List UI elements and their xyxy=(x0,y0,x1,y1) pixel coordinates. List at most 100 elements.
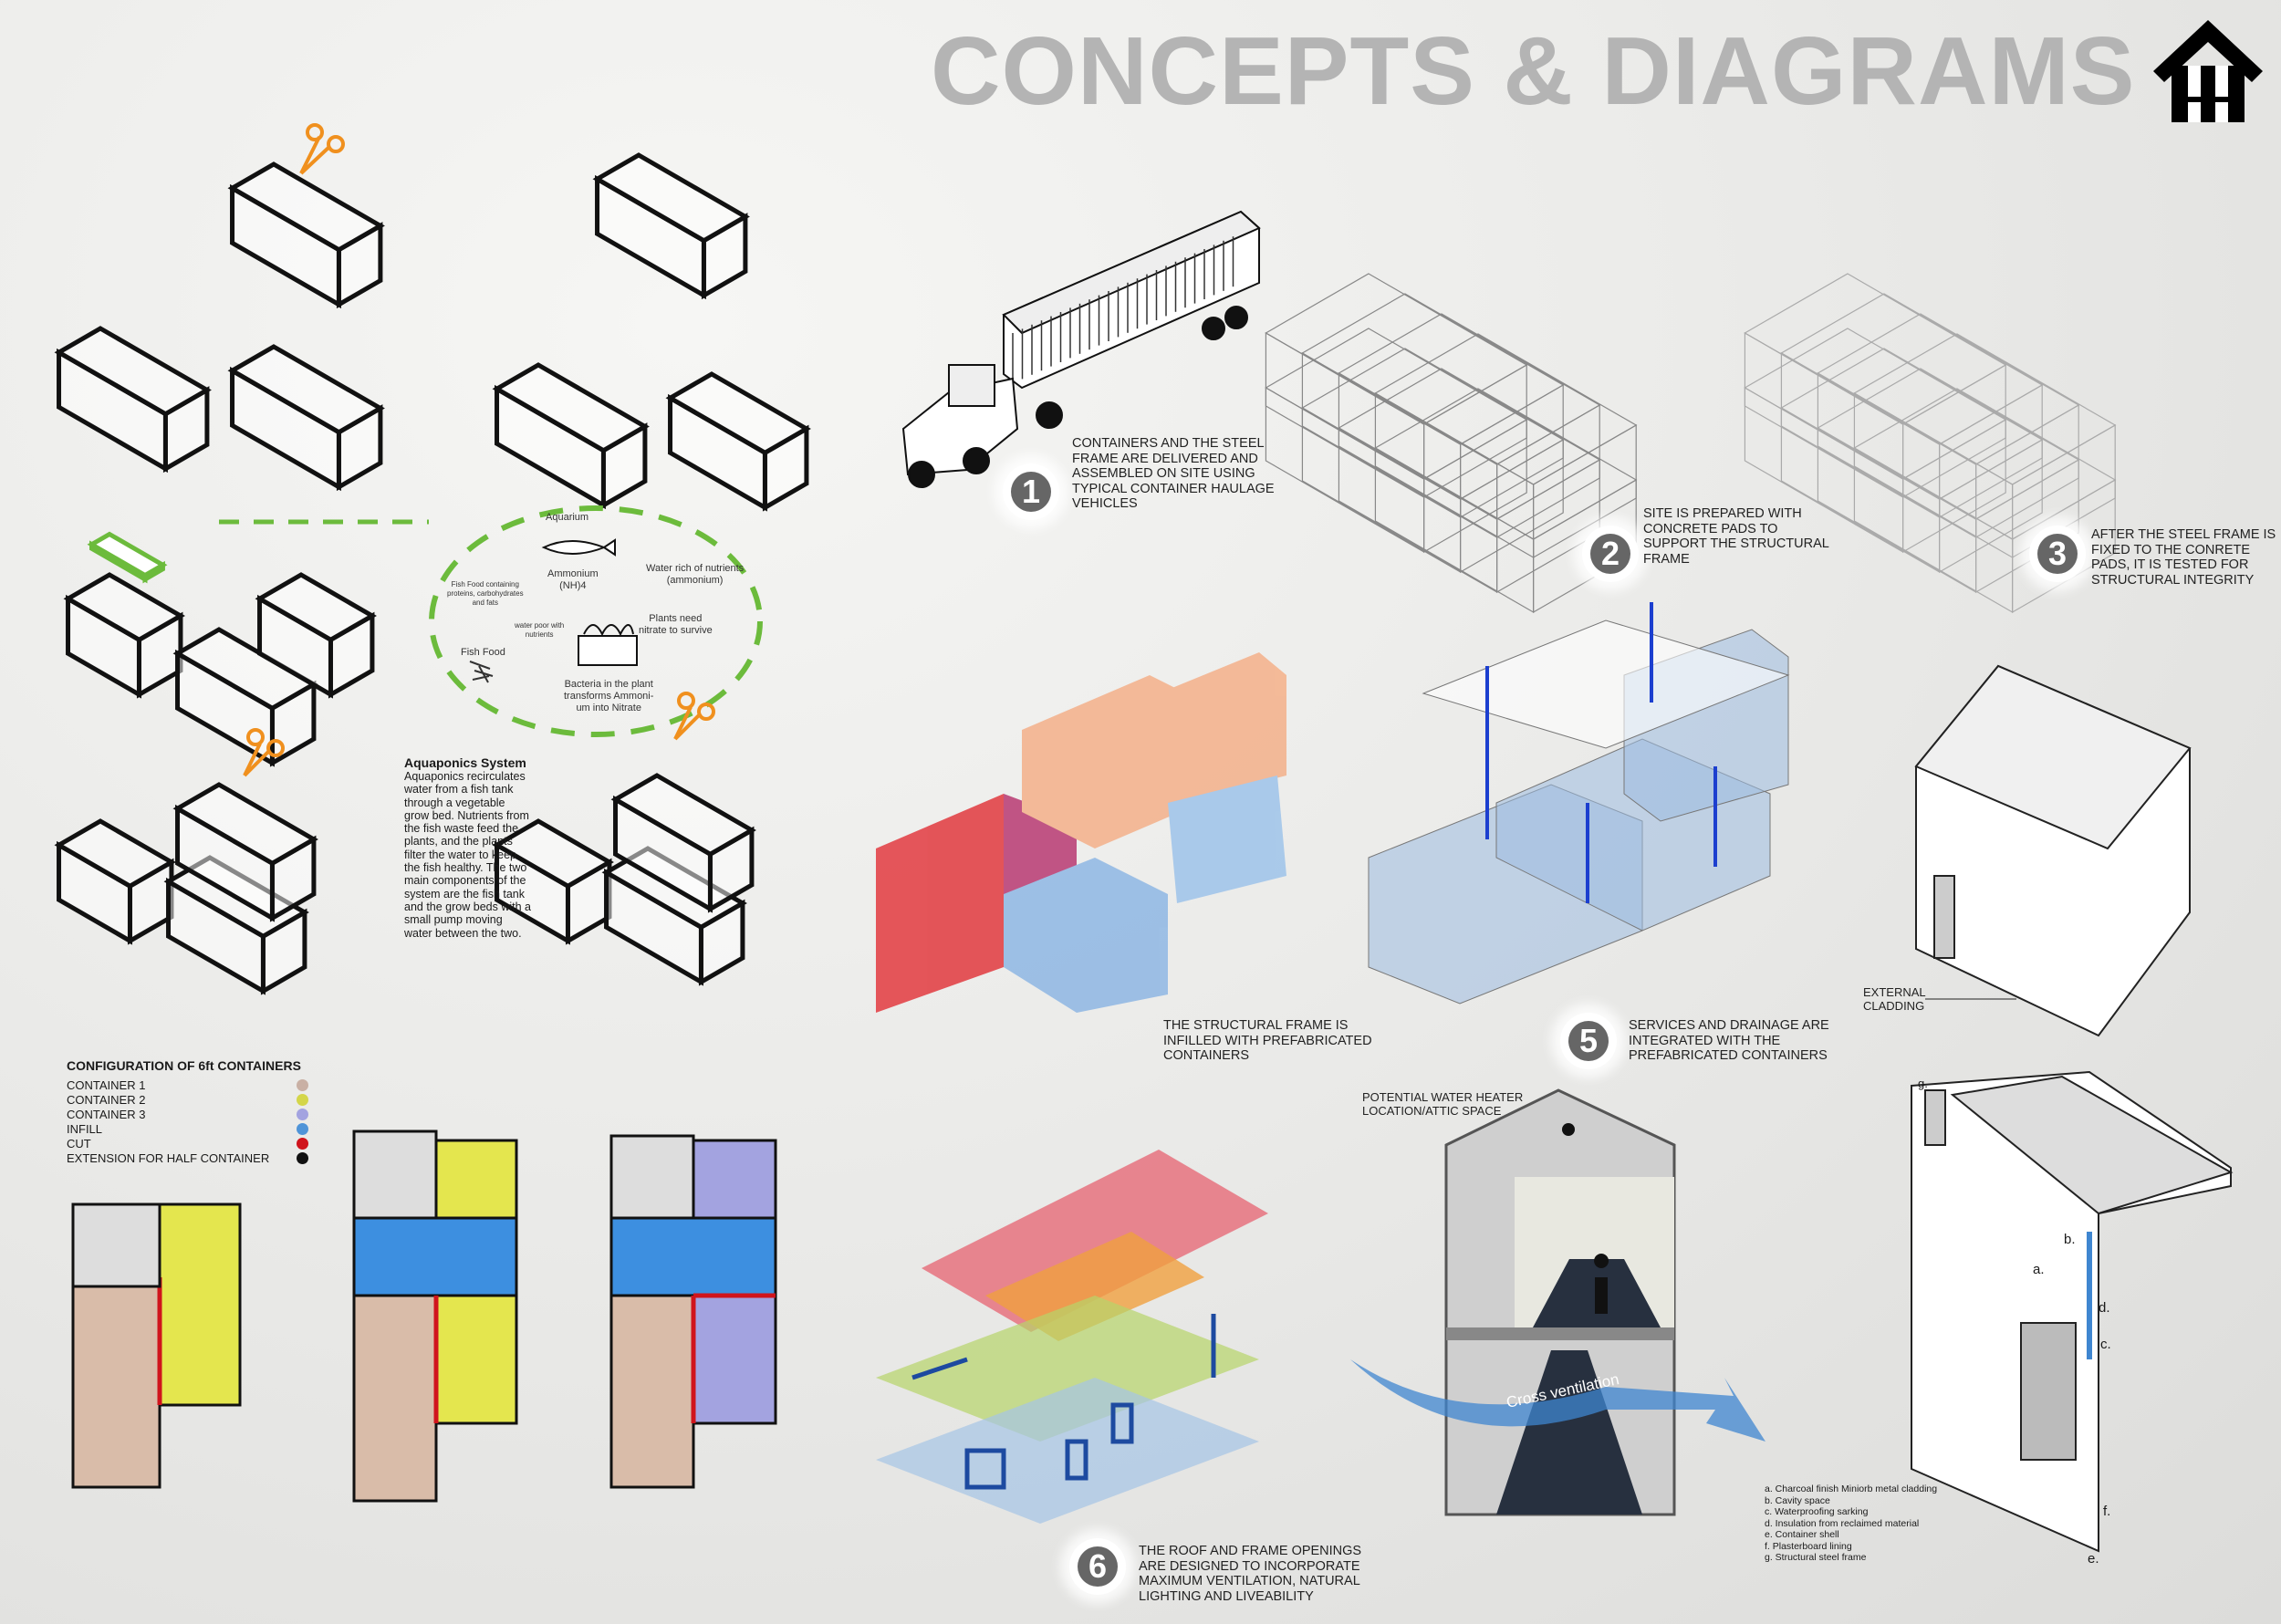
services-diagram xyxy=(1368,602,1790,1005)
container-box xyxy=(87,531,168,578)
cross-ventilation-arrow xyxy=(1350,1359,1765,1442)
legend-item: EXTENSION FOR HALF CONTAINER xyxy=(67,1151,308,1166)
page-title: CONCEPTS & DIAGRAMS xyxy=(931,17,2136,125)
cycle-aquarium: Aquarium xyxy=(546,512,589,523)
cladding-letter-a: a. xyxy=(2033,1262,2045,1277)
step-2-badge: 2 xyxy=(1582,526,1639,582)
legend-label: CONTAINER 2 xyxy=(67,1093,146,1107)
legend-color-swatch xyxy=(297,1138,308,1150)
container-box xyxy=(255,572,377,643)
container-iso-diagrams xyxy=(54,152,811,995)
infill-container-diagram xyxy=(876,652,1286,1013)
cladding-letter-d: d. xyxy=(2099,1300,2110,1316)
container-box xyxy=(1780,351,1941,519)
step-6-badge: 6 xyxy=(1069,1538,1126,1595)
cladding-layer-item: e. Container shell xyxy=(1765,1529,1839,1540)
step-3-text: AFTER THE STEEL FRAME IS FIXED TO THE CO… xyxy=(2091,527,2276,588)
house-icon xyxy=(2153,20,2263,122)
cladding-layer-item: f. Plasterboard lining xyxy=(1765,1540,1852,1552)
external-cladding-diagram xyxy=(1914,664,2192,1037)
legend-label: CONTAINER 3 xyxy=(67,1108,146,1121)
container-box xyxy=(610,773,756,858)
step-3-badge: 3 xyxy=(2029,526,2086,582)
legend-item: CONTAINER 1 xyxy=(67,1078,308,1093)
cycle-fish-food-containing: Fish Food containing proteins, carbohydr… xyxy=(447,580,524,607)
step-1-text: CONTAINERS AND THE STEEL FRAME ARE DELIV… xyxy=(1072,436,1275,511)
aquaponics-description: Aquaponics System Aquaponics recirculate… xyxy=(404,755,532,940)
legend-label: EXTENSION FOR HALF CONTAINER xyxy=(67,1151,270,1165)
container-box xyxy=(1265,386,1425,554)
grow-bed-icon xyxy=(578,624,638,666)
cladding-layer-list: a. Charcoal finish Miniorb metal claddin… xyxy=(1765,1483,1937,1564)
fish-icon xyxy=(541,538,616,557)
cycle-fish-food: Fish Food xyxy=(461,647,505,658)
container-box xyxy=(54,818,176,890)
cladding-letter-g: g. xyxy=(1918,1077,1928,1090)
cycle-water-poor: water poor with nutrients xyxy=(515,621,565,639)
cladding-layer-item: b. Cavity space xyxy=(1765,1494,1830,1506)
cladding-letter-f: f. xyxy=(2103,1504,2111,1519)
legend-item: CONTAINER 2 xyxy=(67,1093,308,1108)
container-box xyxy=(172,782,318,867)
container-box xyxy=(54,326,212,417)
container-box xyxy=(1265,331,1425,499)
cladding-letter-e: e. xyxy=(2088,1551,2099,1567)
legend-color-swatch xyxy=(297,1123,308,1135)
cladding-layer-item: a. Charcoal finish Miniorb metal claddin… xyxy=(1765,1483,1938,1494)
cladding-layer-item: g. Structural steel frame xyxy=(1765,1552,1867,1563)
legend-title: CONFIGURATION OF 6ft CONTAINERS xyxy=(67,1058,301,1073)
legend-label: CUT xyxy=(67,1137,91,1150)
aquaponics-body: Aquaponics recirculates water from a fis… xyxy=(404,770,531,940)
step-4-text: THE STRUCTURAL FRAME IS INFILLED WITH PR… xyxy=(1163,1018,1372,1063)
container-box xyxy=(1265,273,1528,425)
cladding-letter-b: b. xyxy=(2064,1232,2076,1247)
container-box xyxy=(1853,388,2117,540)
container-box xyxy=(1301,293,1565,445)
legend-color-swatch xyxy=(297,1152,308,1164)
building-section xyxy=(1350,1088,1765,1516)
container-box xyxy=(1338,371,1498,539)
container-box xyxy=(63,572,185,643)
step-2-text: SITE IS PREPARED WITH CONCRETE PADS TO S… xyxy=(1643,506,1829,567)
step-5-badge: 5 xyxy=(1560,1013,1617,1069)
container-box xyxy=(665,371,811,456)
truck-illustration xyxy=(901,210,1261,488)
container-box xyxy=(1338,313,1601,465)
container-box xyxy=(1744,331,1904,499)
step-1-badge: 1 xyxy=(1003,463,1059,520)
container-box xyxy=(1496,403,1600,539)
legend-item: CONTAINER 3 xyxy=(67,1108,308,1122)
legend-label: CONTAINER 1 xyxy=(67,1078,146,1092)
container-box xyxy=(592,152,750,244)
cycle-ammonium: Ammonium (NH)4 xyxy=(547,568,599,591)
aquaponics-cycle-ring xyxy=(429,505,763,737)
container-box xyxy=(492,362,650,453)
aquaponics-title: Aquaponics System xyxy=(404,755,526,770)
legend-item: INFILL xyxy=(67,1122,308,1137)
scissors-icon xyxy=(243,123,715,777)
container-box xyxy=(1975,403,2079,539)
steel-frame-diagrams xyxy=(1265,273,2117,614)
legend-color-swatch xyxy=(297,1079,308,1091)
container-box xyxy=(1301,351,1462,519)
cladding-layer-item: d. Insulation from reclaimed material xyxy=(1765,1517,1920,1529)
container-box xyxy=(492,818,614,890)
container-box xyxy=(1374,333,1638,485)
container-box xyxy=(1853,333,2117,485)
container-box xyxy=(1817,313,2080,465)
container-box xyxy=(227,161,385,253)
container-box xyxy=(1374,391,1535,559)
cladding-detail-diagram xyxy=(1911,1070,2234,1553)
legend-label: INFILL xyxy=(67,1122,103,1136)
container-box xyxy=(1374,388,1638,540)
cladding-letter-c: c. xyxy=(2100,1337,2111,1352)
fish-food-icon xyxy=(469,661,494,683)
container-box xyxy=(1853,391,2014,559)
container-box xyxy=(1496,458,1600,594)
container-box xyxy=(1817,371,1977,539)
legend-color-swatch xyxy=(297,1109,308,1120)
water-heater-label: POTENTIAL WATER HEATER LOCATION/ATTIC SP… xyxy=(1362,1090,1524,1118)
cladding-layer-item: c. Waterproofing sarking xyxy=(1765,1506,1869,1517)
cycle-plants-need: Plants need nitrate to survive xyxy=(639,613,713,636)
